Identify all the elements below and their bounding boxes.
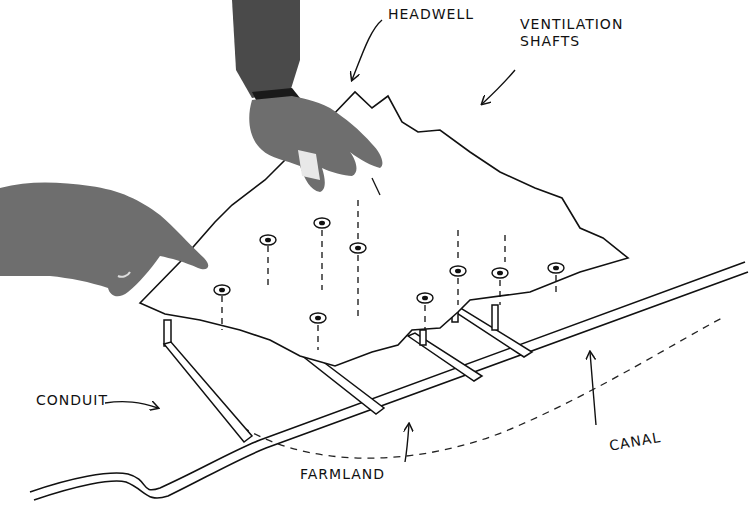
shaft-opening [548,263,564,273]
shaft-hole [219,288,225,293]
shaft-opening [492,268,508,278]
conduit-strip [164,342,252,442]
leader-lines [105,20,596,462]
shaft-line [321,230,322,290]
headwell-mark [372,178,380,195]
shaft-opening [350,243,366,253]
terrain-paper [140,92,628,366]
shaft-openings [214,218,564,323]
finger-bandage [298,150,320,180]
shaft-line [499,280,500,305]
conduit-post [492,305,498,330]
shaft-line [357,255,358,320]
callout-label: CANAL [608,424,690,455]
shaft-line [504,235,505,262]
callout-label: FARMLAND [300,466,410,483]
shaft-hole [355,246,361,251]
shaft-hole [265,238,271,243]
leader-line [405,424,409,462]
hand-top [232,0,382,192]
callout-label: VENTILATION SHAFTS [520,16,640,50]
shaft-hole [315,316,321,321]
hand-ring [118,272,130,277]
shaft-hole [553,266,559,271]
hand-left [0,183,208,297]
shaft-hole [455,269,461,274]
leader-line [105,402,158,408]
shaft-hole [319,221,325,226]
hand-palm [0,183,208,297]
callout-label: CONDUIT [36,392,116,409]
shaft-line [317,325,318,350]
conduit-strip [408,333,482,381]
shaft-line [267,246,268,290]
shaft-line [457,278,458,305]
shaft-line [555,275,556,295]
shaft-opening [314,218,330,228]
leader-line [590,352,596,425]
leader-line [482,70,515,104]
shaft-hole [497,271,503,276]
hand-arm [232,0,300,98]
shaft-opening [214,285,230,295]
shaft-opening [450,266,466,276]
shaft-opening [310,313,326,323]
shaft-line [221,296,222,330]
shaft-line [424,305,425,330]
shaft-line [357,200,358,240]
shaft-opening [417,293,433,303]
leader-line [352,20,382,80]
shaft-opening [260,235,276,245]
shaft-lines [222,200,556,350]
shaft-hole [422,296,428,301]
callout-label: HEADWELL [388,6,498,23]
hand-palm [249,96,382,192]
conduit-post [420,330,426,345]
shaft-line [457,230,458,262]
